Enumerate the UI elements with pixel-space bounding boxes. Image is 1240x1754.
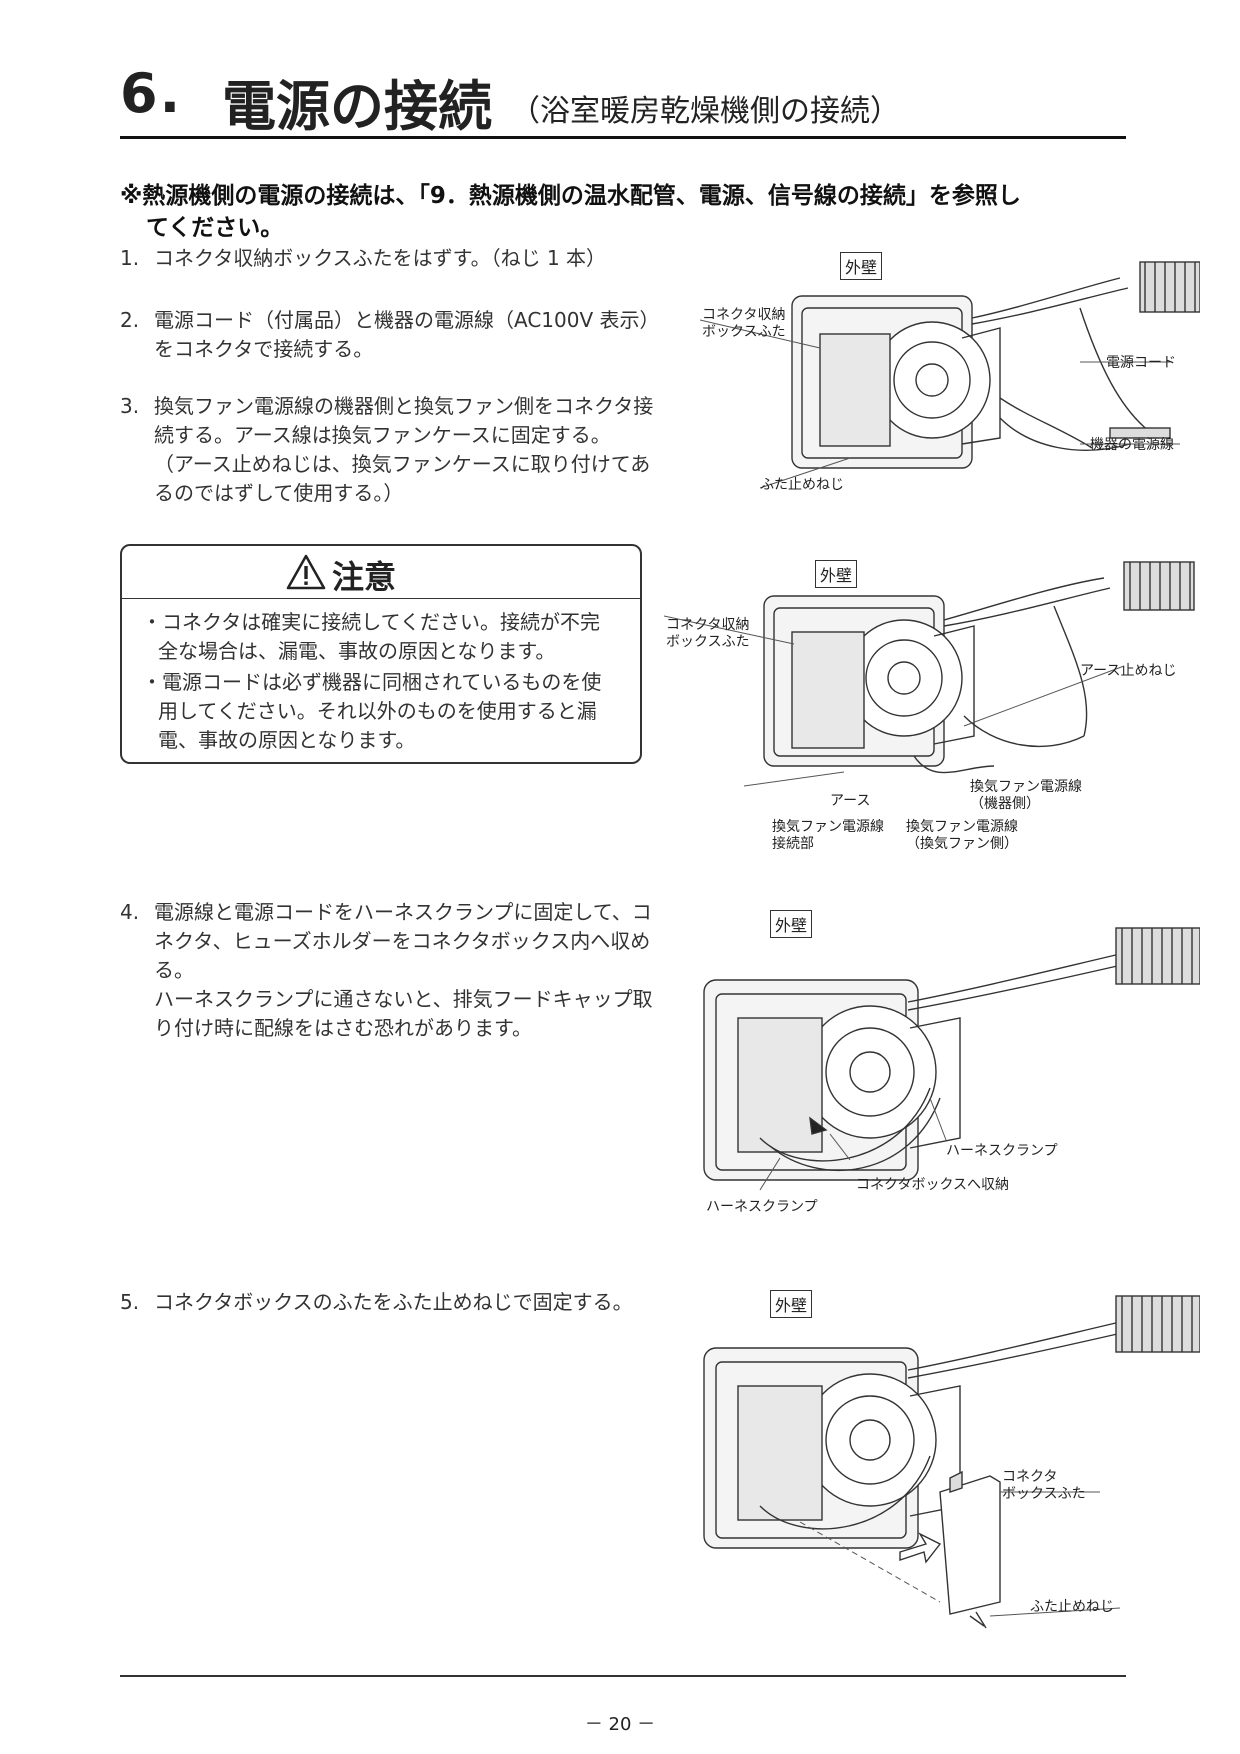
step-text: ネクタ、ヒューズホルダーをコネクタボックス内へ収め — [154, 929, 651, 953]
figure-2-fan-joint-label-1: 換気ファン電源線 — [772, 819, 884, 835]
step-text: コネクタボックスのふたをふた止めねじで固定する。 — [154, 1290, 633, 1314]
title-rule — [120, 136, 1126, 139]
figure-4-cover-label-2: ボックスふた — [1002, 1486, 1086, 1502]
step-text: り付け時に配線をはさむ恐れがあります。 — [154, 1016, 532, 1040]
figure-4-illustration — [703, 1295, 1200, 1629]
step-number: 3. — [120, 394, 140, 418]
figure-3-illustration — [703, 927, 1200, 1191]
figure-2-fan-side-label-2: （換気ファン側） — [906, 836, 1018, 852]
caution-bullet-2: ・電源コードは必ず機器に同梱されているものを使 用してください。それ以外のものを… — [142, 668, 632, 755]
figure-2-fan-device-label-1: 換気ファン電源線 — [970, 779, 1082, 795]
step-number: 2. — [120, 308, 140, 332]
figure-3-clamp-right-label: ハーネスクランプ — [946, 1143, 1058, 1159]
figure-1-power-cord-label: 電源コード — [1106, 355, 1176, 371]
step-text: 続する。アース線は換気ファンケースに固定する。 — [154, 423, 611, 447]
step-text: をコネクタで接続する。 — [154, 337, 374, 361]
step-number: 5. — [120, 1290, 140, 1314]
step-text: るのではずして使用する。） — [154, 481, 404, 505]
step-text: 換気ファン電源線の機器側と換気ファン側をコネクタ接 — [154, 394, 654, 418]
figure-2-fan-device-label-2: （機器側） — [970, 796, 1040, 812]
step-number: 4. — [120, 900, 140, 924]
figure-2-fan-side-label-1: 換気ファン電源線 — [906, 819, 1018, 835]
figure-2-illustration — [664, 561, 1195, 787]
figure-1-wall-label: 外壁 — [840, 252, 883, 280]
figure-4-wall-label: 外壁 — [770, 1290, 813, 1318]
figure-1-illustration — [700, 261, 1200, 489]
step-number: 1. — [120, 246, 140, 270]
step-text: コネクタ収納ボックスふたをはずす。（ねじ 1 本） — [154, 246, 607, 270]
figure-3-connector-box-label: コネクタボックスへ収納 — [856, 1177, 1010, 1193]
page-title: 電源の接続 — [222, 75, 492, 138]
figure-2-fan-joint-label-2: 接続部 — [772, 836, 814, 852]
page-number: － 20 － — [584, 1714, 656, 1735]
figure-3-clamp-left-label: ハーネスクランプ — [706, 1199, 818, 1215]
figure-1-cover-screw-label: ふた止めねじ — [760, 477, 844, 493]
note-line-1: ※熱源機側の電源の接続は、「9．熱源機側の温水配管、電源、信号線の接続」を参照し — [120, 183, 1021, 209]
note-line-2: てください。 — [146, 215, 284, 241]
caution-text: ・電源コードは必ず機器に同梱されているものを使 — [142, 670, 602, 694]
figure-2-wall-label: 外壁 — [815, 560, 858, 588]
caution-bullet-1: ・コネクタは確実に接続してください。接続が不完 全な場合は、漏電、事故の原因とな… — [142, 608, 632, 666]
step-text: る。 — [154, 958, 194, 982]
caution-text: 用してください。それ以外のものを使用すると漏 — [158, 699, 597, 723]
page-subtitle: （浴室暖房乾燥機側の接続） — [510, 94, 900, 129]
section-number: 6. — [120, 62, 183, 125]
step-text: 電源線と電源コードをハーネスクランプに固定して、コ — [154, 900, 652, 924]
caution-text: 電、事故の原因となります。 — [158, 728, 416, 752]
figure-2-cover-label-1: コネクタ収納 — [666, 617, 750, 633]
step-text: ハーネスクランプに通さないと、排気フードキャップ取 — [154, 987, 653, 1011]
step-text: （アース止めねじは、換気ファンケースに取り付けてあ — [154, 452, 651, 476]
figure-4-cover-screw-label: ふた止めねじ — [1030, 1599, 1114, 1615]
footer-rule — [120, 1675, 1126, 1677]
caution-header: 注意 — [122, 546, 640, 599]
figure-3-wall-label: 外壁 — [770, 910, 813, 938]
figure-4-cover-label-1: コネクタ — [1002, 1469, 1058, 1485]
caution-text: ・コネクタは確実に接続してください。接続が不完 — [142, 610, 600, 634]
figure-1-cover-label-2: ボックスふた — [702, 324, 786, 340]
figure-1-cover-label-1: コネクタ収納 — [702, 307, 786, 323]
warning-triangle-icon — [286, 554, 326, 590]
figure-2-cover-label-2: ボックスふた — [666, 634, 750, 650]
figure-2-earth-label: アース — [830, 793, 871, 809]
figure-2-earth-screw-label: アース止めねじ — [1080, 663, 1177, 679]
caution-title: 注意 — [332, 558, 397, 596]
caution-text: 全な場合は、漏電、事故の原因となります。 — [158, 639, 556, 663]
step-text: 電源コード（付属品）と機器の電源線（AC100V 表示） — [154, 308, 660, 332]
figure-1-device-power-label: 機器の電源線 — [1090, 437, 1174, 453]
caution-box: 注意 ・コネクタは確実に接続してください。接続が不完 全な場合は、漏電、事故の原… — [120, 544, 642, 764]
